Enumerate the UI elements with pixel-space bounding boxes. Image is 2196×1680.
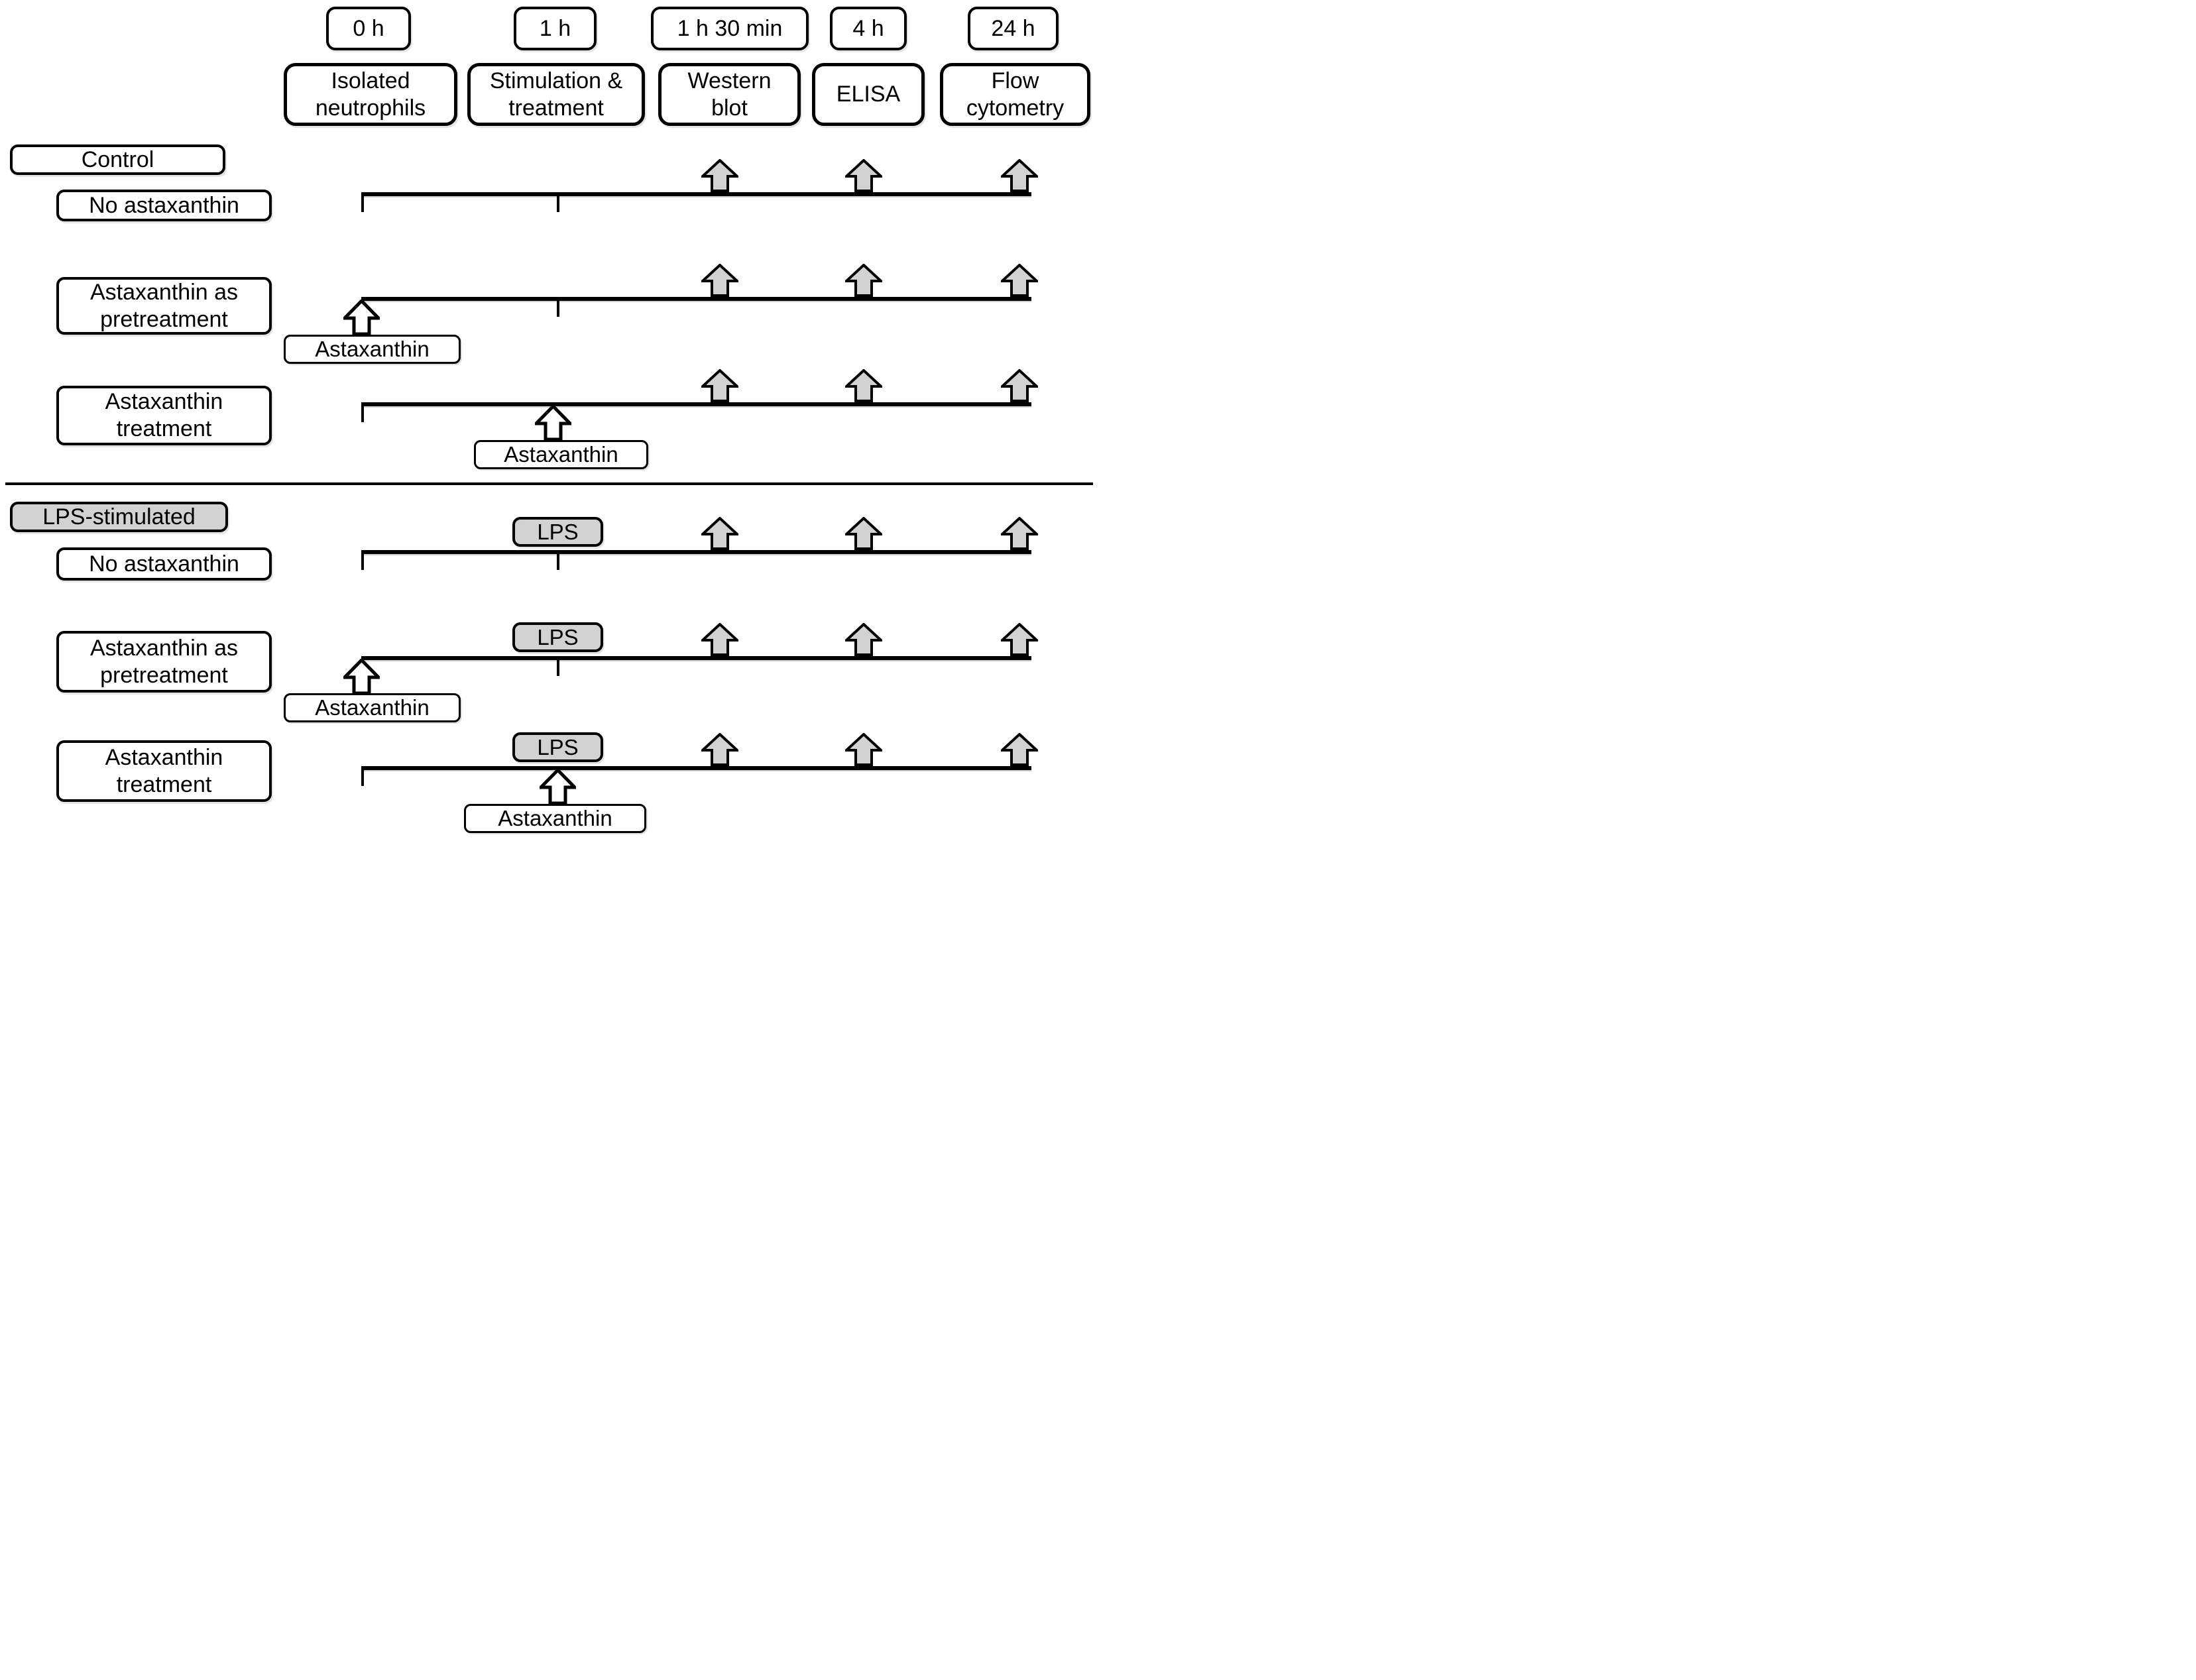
- timeline-tick-0h: [361, 550, 364, 570]
- readout-arrow-icon: [1001, 264, 1038, 297]
- readout-arrow-icon: [701, 264, 738, 297]
- time-label-4h: 4 h: [830, 7, 907, 50]
- time-label-24h: 24 h: [968, 7, 1059, 50]
- readout-arrow-icon: [845, 264, 882, 297]
- lps-label-box: LPS: [512, 622, 603, 652]
- readout-arrow-icon: [701, 623, 738, 656]
- stage-western-blot: Western blot: [658, 63, 801, 126]
- section-divider: [5, 482, 1093, 485]
- readout-arrow-icon: [701, 369, 738, 402]
- readout-arrow-icon: [701, 517, 738, 550]
- timeline-tick-1h: [557, 656, 559, 676]
- timeline-lps-row2: [361, 656, 1031, 660]
- row-label-lps-astaxanthin-pretreatment: Astaxanthin as pretreatment: [56, 631, 272, 693]
- readout-arrow-icon: [701, 159, 738, 192]
- readout-arrow-icon: [1001, 159, 1038, 192]
- readout-arrow-icon: [845, 623, 882, 656]
- timeline-tick-1h: [557, 550, 559, 570]
- readout-arrow-icon: [1001, 369, 1038, 402]
- astaxanthin-label-box: Astaxanthin: [284, 335, 461, 364]
- section-header-control: Control: [10, 144, 225, 175]
- row-label-lps-astaxanthin-treatment: Astaxanthin treatment: [56, 740, 272, 802]
- timeline-tick-0h: [361, 402, 364, 422]
- time-label-0h: 0 h: [326, 7, 411, 50]
- treatment-arrow-icon: [343, 659, 380, 695]
- time-label-1h: 1 h: [514, 7, 597, 50]
- timeline-tick-0h: [361, 766, 364, 786]
- readout-arrow-icon: [845, 733, 882, 766]
- readout-arrow-icon: [845, 517, 882, 550]
- stage-elisa: ELISA: [812, 63, 925, 126]
- figure-canvas: 0 h 1 h 1 h 30 min 4 h 24 h Isolated neu…: [0, 0, 1098, 840]
- section-header-lps-stimulated: LPS-stimulated: [10, 502, 228, 532]
- timeline-control-row3: [361, 402, 1031, 406]
- treatment-arrow-icon: [343, 300, 380, 335]
- readout-arrow-icon: [845, 159, 882, 192]
- readout-arrow-icon: [1001, 623, 1038, 656]
- readout-arrow-icon: [1001, 733, 1038, 766]
- stage-isolated-neutrophils: Isolated neutrophils: [284, 63, 457, 126]
- treatment-arrow-icon: [535, 405, 571, 441]
- timeline-control-row2: [361, 297, 1031, 301]
- stage-stimulation-treatment: Stimulation & treatment: [467, 63, 645, 126]
- row-label-control-astaxanthin-treatment: Astaxanthin treatment: [56, 386, 272, 445]
- readout-arrow-icon: [701, 733, 738, 766]
- timeline-tick-1h: [557, 297, 559, 317]
- row-label-control-astaxanthin-pretreatment: Astaxanthin as pretreatment: [56, 277, 272, 335]
- treatment-arrow-icon: [540, 769, 576, 805]
- lps-label-box: LPS: [512, 732, 603, 762]
- astaxanthin-label-box: Astaxanthin: [284, 693, 461, 722]
- row-label-control-no-astaxanthin: No astaxanthin: [56, 190, 272, 221]
- readout-arrow-icon: [1001, 517, 1038, 550]
- row-label-lps-no-astaxanthin: No astaxanthin: [56, 547, 272, 581]
- time-label-1h30: 1 h 30 min: [651, 7, 809, 50]
- stage-flow-cytometry: Flow cytometry: [940, 63, 1090, 126]
- timeline-tick-0h: [361, 192, 364, 212]
- timeline-lps-row3: [361, 766, 1031, 770]
- lps-label-box: LPS: [512, 517, 603, 547]
- timeline-control-row1: [361, 192, 1031, 196]
- astaxanthin-label-box: Astaxanthin: [474, 440, 648, 469]
- astaxanthin-label-box: Astaxanthin: [464, 804, 646, 833]
- readout-arrow-icon: [845, 369, 882, 402]
- timeline-lps-row1: [361, 550, 1031, 554]
- timeline-tick-1h: [557, 192, 559, 212]
